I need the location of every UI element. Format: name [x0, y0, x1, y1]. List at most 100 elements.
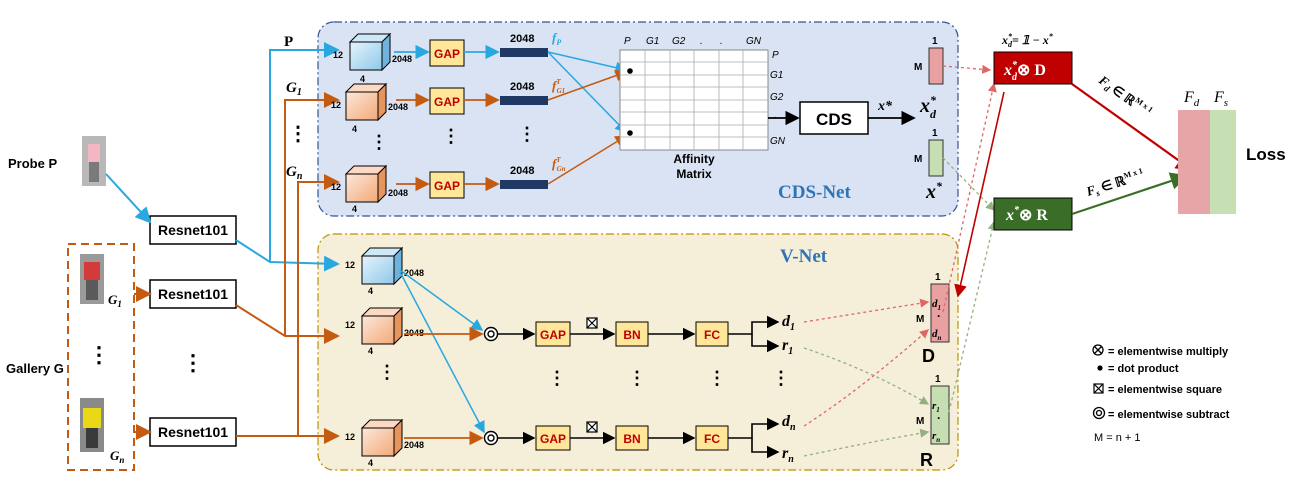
- svg-text:2048: 2048: [404, 268, 424, 278]
- vnet-gap-1: GAP: [535, 321, 571, 347]
- svg-text:M: M: [916, 416, 924, 427]
- svg-text:= elementwise multiply: = elementwise multiply: [1108, 346, 1229, 358]
- xd-label: x*d: [919, 93, 937, 121]
- resnet-gn: Resnet101: [149, 417, 237, 447]
- d1-label: d1: [782, 313, 795, 333]
- svg-text:BN: BN: [623, 328, 640, 342]
- svg-text:x*⊗ R: x*⊗ R: [1005, 205, 1048, 224]
- cds-output-xstar: x*: [877, 99, 893, 114]
- branch-label-gn: Gn: [286, 164, 303, 182]
- cds-gap-gn: GAP: [429, 171, 465, 199]
- svg-text:P: P: [624, 36, 631, 47]
- x-vector: [928, 139, 944, 177]
- legend: = elementwise multiply = dot product = e…: [1092, 344, 1230, 444]
- cds-gap-p: GAP: [429, 39, 465, 67]
- dot-icon: [1097, 365, 1103, 371]
- svg-text:P: P: [772, 50, 779, 61]
- matrix-row-labels: P G1 G2 . GN: [770, 50, 786, 147]
- loss-fs-bar: [1210, 110, 1236, 214]
- svg-text:dn: dn: [932, 328, 942, 342]
- vnet-dots-bn: ⋮: [628, 368, 646, 388]
- svg-text:2048: 2048: [510, 33, 534, 45]
- xd-equation: x*d= 𝟙 − x*: [1001, 32, 1054, 49]
- matrix-col-labels: P G1 G2 . . GN: [624, 36, 762, 47]
- svg-text:1: 1: [935, 374, 941, 385]
- svg-text:1: 1: [935, 272, 941, 283]
- vnet-cube-dots: ⋮: [378, 362, 396, 382]
- loss-fs-label: Fs: [1213, 89, 1228, 109]
- svg-text:2048: 2048: [388, 188, 408, 198]
- svg-text:M = n + 1: M = n + 1: [1094, 432, 1140, 444]
- svg-text:2048: 2048: [510, 165, 534, 177]
- feature-bar-g1: 2048: [500, 81, 548, 105]
- vnet-cube-gn: [360, 418, 404, 458]
- svg-text:rn: rn: [932, 430, 940, 444]
- svg-text:BN: BN: [623, 432, 640, 446]
- svg-text:M: M: [914, 154, 922, 165]
- x-label: x*: [925, 179, 943, 203]
- subtract-icon: [1092, 406, 1106, 420]
- gap-dots: ⋮: [442, 126, 460, 146]
- r-vector: [930, 385, 950, 445]
- vnet-gap-n: GAP: [535, 425, 571, 451]
- xd-times-d-box: x*d⊗ D: [993, 51, 1073, 85]
- svg-text:Resnet101: Resnet101: [158, 424, 228, 440]
- svg-text:GAP: GAP: [434, 179, 460, 193]
- svg-text:M: M: [916, 314, 924, 325]
- svg-text:GAP: GAP: [434, 95, 460, 109]
- svg-text:GAP: GAP: [434, 47, 460, 61]
- cds-net-title: CDS-Net: [778, 182, 851, 203]
- svg-text:12: 12: [345, 432, 355, 442]
- branch-dots: ⋮: [288, 123, 308, 145]
- svg-text:G1: G1: [770, 70, 783, 81]
- cds-box: CDS: [799, 101, 869, 135]
- feature-bar-p: 2048: [500, 33, 548, 57]
- svg-text:FC: FC: [704, 328, 720, 342]
- svg-text:12: 12: [345, 260, 355, 270]
- svg-text:FC: FC: [704, 432, 720, 446]
- subtract-symbol-n: [483, 430, 499, 446]
- fs-annotation: Fs∈ ℝM x 1: [1083, 166, 1146, 201]
- svg-text:4: 4: [368, 286, 373, 296]
- svg-text:4: 4: [352, 204, 357, 214]
- svg-text:G1: G1: [646, 36, 659, 47]
- r-label: R: [920, 450, 933, 470]
- svg-text:d1: d1: [932, 298, 941, 312]
- multiply-icon: [1092, 344, 1104, 356]
- vnet-bn-1: BN: [615, 321, 649, 347]
- cds-cube-g1: [344, 82, 388, 122]
- cds-dots: ⋮: [370, 132, 388, 152]
- svg-text:12: 12: [331, 100, 341, 110]
- vnet-cube-p: [360, 246, 404, 286]
- svg-text:4: 4: [368, 458, 373, 468]
- gallery-dots: ⋮: [88, 342, 110, 367]
- svg-text:4: 4: [352, 124, 357, 134]
- vnet-dots-out: ⋮: [772, 368, 790, 388]
- svg-text:GN: GN: [770, 136, 786, 147]
- resnet-probe: Resnet101: [149, 215, 237, 245]
- svg-text:.: .: [720, 36, 723, 47]
- svg-text:4: 4: [368, 346, 373, 356]
- bar-dots: ⋮: [518, 124, 536, 144]
- svg-text:12: 12: [331, 182, 341, 192]
- v-net-panel: [317, 233, 959, 471]
- vnet-dots-fc: ⋮: [708, 368, 726, 388]
- svg-text:2048: 2048: [392, 54, 412, 64]
- svg-text:4: 4: [360, 74, 365, 84]
- svg-text:= dot product: = dot product: [1108, 363, 1179, 375]
- vnet-dots-gap: ⋮: [548, 368, 566, 388]
- svg-text:G2: G2: [770, 92, 784, 103]
- svg-text:Resnet101: Resnet101: [158, 222, 228, 238]
- svg-text:G2: G2: [672, 36, 686, 47]
- resnet-g1: Resnet101: [149, 279, 237, 309]
- vnet-fc-n: FC: [695, 425, 729, 451]
- dn-label: dn: [782, 413, 796, 433]
- svg-text:= elementwise square: = elementwise square: [1108, 384, 1222, 396]
- svg-text:Resnet101: Resnet101: [158, 286, 228, 302]
- matrix-label: Matrix: [676, 167, 712, 181]
- d-label: D: [922, 346, 935, 366]
- svg-text:.: .: [700, 36, 703, 47]
- resnet-dots: ⋮: [182, 350, 204, 375]
- rn-label: rn: [782, 445, 794, 465]
